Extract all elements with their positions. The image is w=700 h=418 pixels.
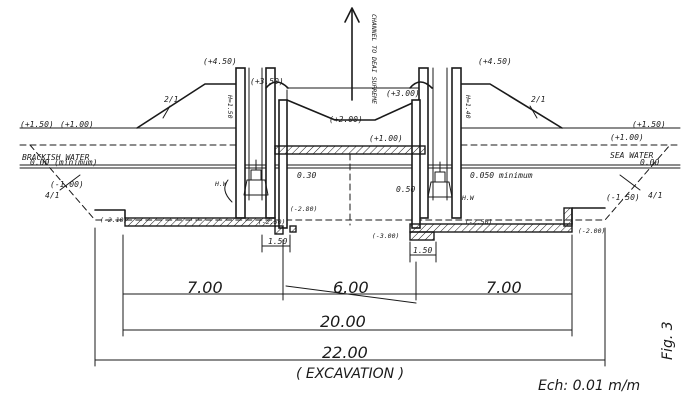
elev-inner-right: (-2.50) — [465, 218, 492, 226]
elev-left-100: (+1.00) — [60, 120, 94, 129]
elev-channel-top: (+2.00) — [329, 115, 363, 124]
pit-dim-left-label: 1.50 — [268, 237, 287, 246]
pit-dim-right: 1.50 — [409, 241, 437, 263]
dim-seg-mid: 6.00 — [333, 278, 369, 297]
label-note-left: H.W — [214, 180, 228, 188]
pump-right — [427, 161, 453, 198]
elev-pump-left: (+3.50) — [250, 77, 284, 86]
dim-width-20: 20.00 — [320, 312, 366, 331]
embankment-right — [460, 83, 563, 129]
elev-pump-right: (+3.00) — [386, 89, 420, 98]
pump-left — [243, 159, 269, 196]
label-slope-right: 2/1 — [531, 95, 545, 104]
embankment-left — [136, 83, 237, 129]
label-bank-left: 4/1 — [45, 191, 59, 200]
label-050: 0.50 — [396, 185, 415, 194]
label-hlevel-right: H=1.40 — [464, 94, 472, 119]
label-slope-left: 2/1 — [164, 95, 178, 104]
dimension-lines — [94, 227, 606, 367]
elev-inner-left-a: (-2.80) — [290, 205, 317, 213]
label-zero-right: 0.00 — [640, 158, 659, 167]
label-brackish-water: BRACKISH WATER — [22, 153, 90, 162]
figure-number: Fig. 3 — [660, 321, 676, 360]
elev-base-left: (-2.10) — [100, 216, 127, 224]
label-030: 0.30 — [297, 171, 316, 180]
elev-top-left: (+4.50) — [203, 57, 237, 66]
dim-width-22: 22.00 — [322, 343, 368, 362]
elev-right-150: (+1.50) — [632, 120, 666, 129]
scale-note: Ech: 0.01 m/m — [538, 378, 640, 394]
elev-inner-left-b: (-2.50) — [258, 218, 285, 226]
pit-dim-right-label: 1.50 — [413, 246, 432, 255]
dim-seg-right: 7.00 — [486, 278, 522, 297]
elev-right-100: (+1.00) — [610, 133, 644, 142]
pump-house-right — [409, 67, 462, 219]
label-bank-right: 4/1 — [648, 191, 662, 200]
base-slab — [94, 207, 606, 241]
elev-right-neg: (-1.50) — [606, 193, 640, 202]
label-hlevel-left: H=1.50 — [226, 94, 234, 119]
label-note-right: H.W — [461, 194, 475, 202]
label-min-left: 0.00 (minimum) — [30, 158, 97, 167]
elev-base-right: (-2.00) — [578, 227, 605, 235]
north-arrow: CHANNEL TO DEAI SUPREME — [344, 7, 378, 104]
dim-seg-left: 7.00 — [187, 278, 223, 297]
elev-top-right: (+4.50) — [478, 57, 512, 66]
elev-base-center: (-3.00) — [372, 232, 399, 240]
north-arrow-label: CHANNEL TO DEAI SUPREME — [370, 14, 378, 104]
pit-dim-left: 1.50 — [261, 234, 291, 253]
label-min-right: 0.050 minimum — [470, 171, 533, 180]
elev-mid-right: (+1.00) — [369, 134, 403, 143]
elev-left-150: (+1.50) — [20, 120, 54, 129]
dim-excavation: ( EXCAVATION ) — [296, 366, 404, 382]
elev-left-neg: (-1.00) — [50, 180, 84, 189]
label-sea-water: SEA WATER — [610, 151, 654, 160]
